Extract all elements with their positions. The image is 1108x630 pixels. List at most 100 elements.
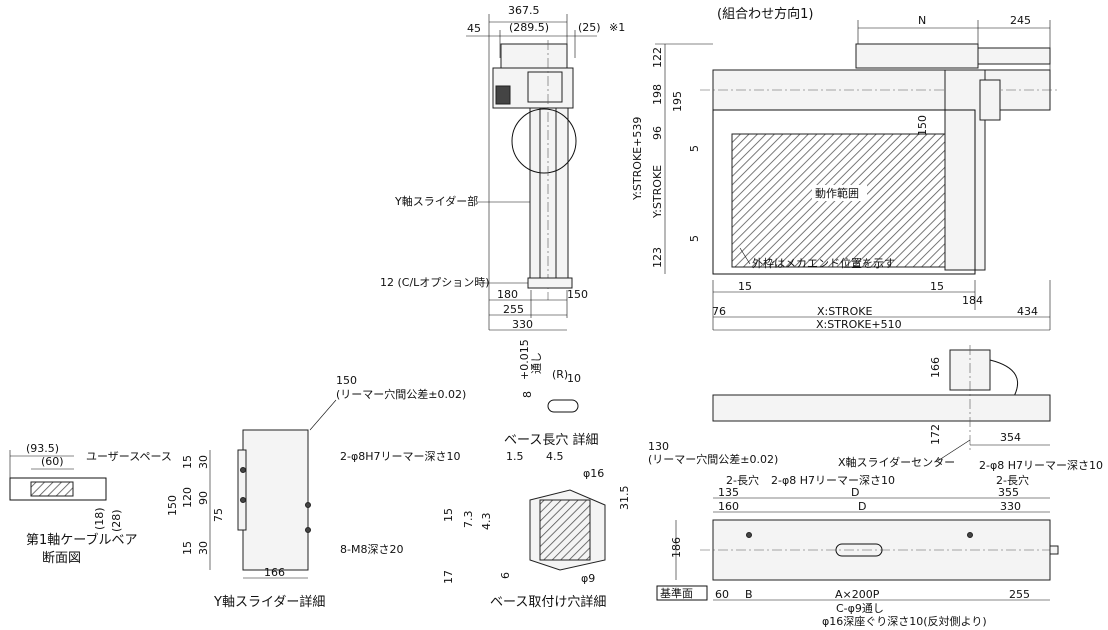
ys-d30b: 30 xyxy=(197,541,210,555)
dim-28: (28) xyxy=(110,509,123,532)
dim-289: (289.5) xyxy=(509,21,549,34)
y-slider-block xyxy=(527,71,563,103)
x-motor-top xyxy=(855,43,979,69)
motor-label xyxy=(495,85,511,105)
label-user-space: ユーザースペース xyxy=(86,450,172,463)
reference-box xyxy=(656,585,708,601)
slot-shape xyxy=(547,399,579,413)
x-motor-cover xyxy=(977,47,1051,65)
dim-A200: A×200P xyxy=(835,588,880,601)
label-h8a: 2-φ8 H7リーマー深さ10 xyxy=(771,474,895,487)
dim-330b: 330 xyxy=(1000,500,1021,513)
cable-bear-section: (93.5) (60) ユーザースペース (18) (28) 第1軸ケーブルベア… xyxy=(9,442,172,566)
dim-135: 135 xyxy=(718,486,739,499)
mount-d16: φ16 xyxy=(583,467,604,480)
dim-186: 186 xyxy=(670,537,683,558)
dim-184: 184 xyxy=(962,294,983,307)
label-motion-range: 動作範囲 xyxy=(815,186,859,200)
dim-245: 245 xyxy=(1010,14,1031,27)
slot-R: (R) xyxy=(552,368,568,381)
dim-150v: 150 xyxy=(916,115,929,136)
title-y-slider-detail: Y軸スライダー詳細 xyxy=(213,594,325,610)
label-c9: C-φ9通し xyxy=(836,602,884,615)
dim-123: 123 xyxy=(651,247,664,268)
title-combination: (組合わせ方向1) xyxy=(717,6,813,22)
mount-d15: 1.5 xyxy=(506,450,524,463)
y-slider-detail: 150 (リーマー穴間公差±0.02) 2-φ8H7リーマー深さ10 8-M8深… xyxy=(166,374,466,610)
dim-15b: 15 xyxy=(930,280,944,293)
front-view: 166 172 354 X軸スライダーセンター 130 (リーマー穴間公差±0.… xyxy=(648,345,1103,628)
ys-d120: 120 xyxy=(181,487,194,508)
dim-96: 96 xyxy=(651,126,664,140)
ys-dim-150: 150 xyxy=(336,374,357,387)
ys-tol: (リーマー穴間公差±0.02) xyxy=(336,387,466,401)
note-1: ※1 xyxy=(609,21,625,34)
dim-76: 76 xyxy=(712,305,726,318)
dim-ystroke: Y:STROKE xyxy=(651,165,664,219)
y-axis-beam xyxy=(944,69,986,271)
dim-160: 160 xyxy=(718,500,739,513)
mount-d17: 17 xyxy=(442,570,455,584)
dim-198: 198 xyxy=(651,84,664,105)
dim-N: N xyxy=(918,14,926,27)
dim-122: 122 xyxy=(651,47,664,68)
dim-5a: 5 xyxy=(688,145,701,152)
dim-330: 330 xyxy=(512,318,533,331)
dim-255: 255 xyxy=(503,303,524,316)
dim-60-cable: (60) xyxy=(41,455,64,468)
label-y-slider: Y軸スライダー部 xyxy=(394,194,478,208)
dim-5b: 5 xyxy=(688,235,701,242)
dim-x510: X:STROKE+510 xyxy=(816,318,902,331)
ys-d15a: 15 xyxy=(181,455,194,469)
dim-B: B xyxy=(745,588,753,601)
dim-434: 434 xyxy=(1017,305,1038,318)
cable-bear-outer xyxy=(9,477,107,501)
dim-367: 367.5 xyxy=(508,4,540,17)
mount-d315: 31.5 xyxy=(618,486,631,511)
title-base-mount: ベース取付け穴詳細 xyxy=(490,594,606,610)
dim-354: 354 xyxy=(1000,431,1021,444)
dim-130: 130 xyxy=(648,440,669,453)
mount-d45: 4.5 xyxy=(546,450,564,463)
label-slot2a: 2-長穴 xyxy=(726,473,759,487)
title-cable-bear-2: 断面図 xyxy=(42,551,81,566)
dim-25: (25) xyxy=(578,21,601,34)
y-base xyxy=(527,277,573,289)
title-base-slot: ベース長穴 詳細 xyxy=(504,432,598,448)
side-view: 367.5 45 (289.5) (25) ※1 Y軸スライダー部 12 (C/… xyxy=(380,4,625,331)
label-slot2b: 2-長穴 xyxy=(996,473,1029,487)
title-cable-bear: 第1軸ケーブルベア xyxy=(26,532,138,548)
dim-166: 166 xyxy=(929,357,942,378)
label-x-slider-center: X軸スライダーセンター xyxy=(838,455,955,469)
dim-xstroke: X:STROKE xyxy=(817,305,872,318)
dim-180: 180 xyxy=(497,288,518,301)
cable-box xyxy=(979,79,1001,121)
cable-bear-hatch xyxy=(30,481,74,497)
dim-172: 172 xyxy=(929,424,942,445)
x-axis-front xyxy=(712,394,1051,422)
ys-plate xyxy=(242,429,309,571)
dim-15a: 15 xyxy=(738,280,752,293)
dim-D2: D xyxy=(858,500,866,513)
label-c16: φ16深座ぐり深さ10(反対側より) xyxy=(822,614,987,628)
base-slot-detail: 8 +0.015 通し (R) 10 ベース長穴 詳細 xyxy=(504,339,598,448)
y-axis-top-body xyxy=(500,43,568,69)
ys-h8: 2-φ8H7リーマー深さ10 xyxy=(340,450,461,463)
slot-pass: 通し xyxy=(530,352,543,374)
dim-D1: D xyxy=(851,486,859,499)
dim-150: 150 xyxy=(567,288,588,301)
ys-d15b: 15 xyxy=(181,541,194,555)
ys-d150v: 150 xyxy=(166,495,179,516)
tol-130: (リーマー穴間公差±0.02) xyxy=(648,452,778,466)
dim-45: 45 xyxy=(467,22,481,35)
top-view: (組合わせ方向1) N 245 動作範囲 122 198 96 195 150 … xyxy=(631,6,1060,331)
mount-d15b: 15 xyxy=(442,508,455,522)
mount-d6: 6 xyxy=(499,572,512,579)
detail-circle xyxy=(511,108,577,174)
mount-d73: 7.3 xyxy=(462,511,475,529)
mount-d9: φ9 xyxy=(581,572,595,585)
label-reference: 基準面 xyxy=(660,586,693,600)
label-outer-frame: 外枠はメカエンド位置を示す xyxy=(752,256,895,270)
dim-355: 355 xyxy=(998,486,1019,499)
